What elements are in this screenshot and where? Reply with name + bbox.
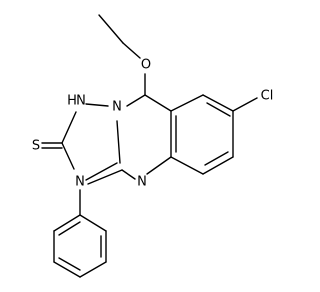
ethoxy-oxygen-label: O (141, 58, 151, 73)
bridgehead-nitrogen-label: N (112, 100, 122, 115)
bond-ph-4-5-inner (58, 257, 81, 271)
phenyl-ring-bonds (53, 189, 107, 278)
bond-c4a-n (146, 156, 172, 175)
bond-methylene-oxygen (122, 42, 141, 59)
bond-c2-n3 (61, 142, 75, 170)
bond-c8-c7-inner (206, 102, 231, 117)
phenyl-nitrogen-label: N (75, 175, 85, 190)
nh-nitrogen-label: N (76, 94, 86, 109)
bond-nh-c2 (61, 111, 77, 144)
chlorine-label: Cl (261, 89, 274, 104)
bond-c9-c8a (144, 94, 172, 112)
bond-c3a-n3-inner (87, 169, 123, 185)
bond-c3a-n-bridge (116, 120, 121, 164)
triazole-ring-bonds (41, 103, 123, 185)
central-ring-bonds (116, 94, 172, 180)
thione-sulfur-label: S (32, 139, 40, 154)
bond-c9-n (126, 94, 146, 107)
bond-ph-6-1 (53, 214, 81, 232)
bond-nh-n (85, 103, 109, 107)
bond-c6-c5 (202, 156, 234, 175)
ring-nitrogen-label: N (137, 175, 147, 190)
bond-c5-c4a (170, 156, 204, 175)
bond-n3-c3a (85, 162, 118, 181)
benzo-ring-bonds (170, 94, 258, 175)
bond-c8a-c8 (170, 94, 204, 112)
bond-ph-6-1-inner (58, 221, 81, 236)
bond-ph-4-5 (53, 261, 81, 278)
bond-c7-cl (232, 97, 258, 112)
bond-n-c3a (121, 169, 136, 180)
molecule-diagram: O Cl H N N S N N (32, 14, 274, 278)
ethoxy-group (98, 14, 146, 96)
bond-ph-1-2 (79, 214, 107, 232)
hydrogen-label: H (67, 94, 77, 109)
bond-ph-3-4 (79, 261, 107, 278)
chemical-structure-canvas: O Cl H N N S N N (31, 14, 274, 278)
bond-c8-c7 (202, 94, 234, 112)
bond-methyl-methylene (98, 14, 124, 44)
bond-c6-c5-inner (204, 151, 229, 166)
